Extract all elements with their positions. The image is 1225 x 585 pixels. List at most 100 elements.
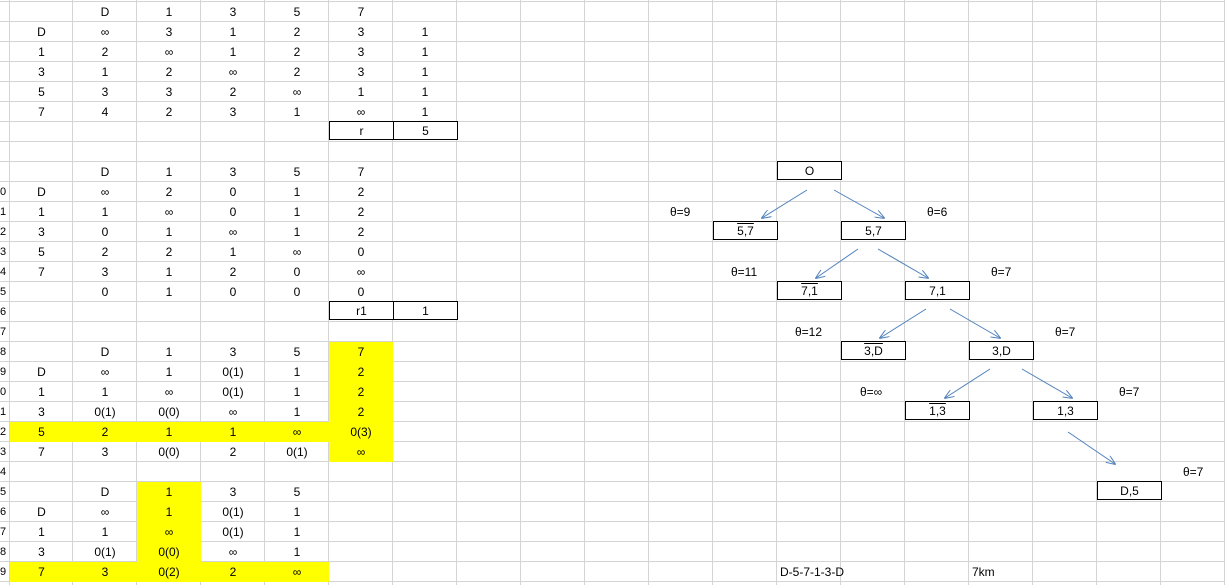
route-result[interactable]: D-5-7-1-3-D — [780, 565, 845, 579]
table1-header-cell[interactable]: 1 — [165, 5, 173, 19]
table4-cell[interactable]: 1 — [165, 505, 173, 519]
table1-cell[interactable]: D — [37, 25, 46, 39]
row-header[interactable]: 1 — [0, 406, 7, 418]
table2-header-cell[interactable]: D — [100, 165, 110, 179]
table2-header-cell[interactable]: 1 — [165, 165, 173, 179]
table1-cell[interactable]: 7 — [38, 105, 45, 119]
table2-header-cell[interactable]: 7 — [357, 165, 365, 179]
table2-cell[interactable]: ∞ — [228, 225, 238, 239]
table4-cell[interactable]: D — [37, 505, 46, 519]
table4-cell[interactable]: 0(1) — [222, 505, 244, 519]
table2-cell[interactable]: 1 — [101, 205, 109, 219]
table3-cell[interactable]: 0(1) — [94, 405, 116, 419]
table2-cell[interactable]: 1 — [165, 265, 173, 279]
table2-cell[interactable]: ∞ — [292, 245, 302, 259]
table3-header-cell[interactable]: 5 — [293, 345, 301, 359]
table1-cell[interactable]: ∞ — [164, 45, 174, 59]
table1-cell[interactable]: 1 — [421, 25, 429, 39]
table1-header-cell[interactable]: D — [100, 5, 110, 19]
table2-min-cell[interactable]: 0 — [229, 285, 237, 299]
distance-result[interactable]: 7km — [972, 565, 995, 579]
row-header[interactable]: 8 — [0, 346, 7, 358]
table1-cell[interactable]: 1 — [38, 45, 45, 59]
table4-header-cell[interactable]: 1 — [165, 485, 173, 499]
row-header[interactable]: 3 — [0, 246, 7, 258]
table3-cell[interactable]: 0(1) — [222, 385, 244, 399]
table2-cell[interactable]: 1 — [165, 225, 173, 239]
table4-header-cell[interactable]: D — [100, 485, 110, 499]
table4-cell[interactable]: 3 — [38, 545, 45, 559]
r1-value-cell[interactable]: 1 — [393, 301, 458, 320]
table3-cell[interactable]: 1 — [101, 385, 109, 399]
table1-cell[interactable]: 2 — [293, 45, 301, 59]
table3-cell[interactable]: 1 — [165, 425, 173, 439]
table1-cell[interactable]: ∞ — [292, 85, 302, 99]
table2-cell[interactable]: ∞ — [164, 205, 174, 219]
table4-header-cell[interactable]: 5 — [293, 485, 301, 499]
table1-cell[interactable]: 3 — [357, 45, 365, 59]
row-header[interactable]: 9 — [0, 566, 7, 578]
table1-cell[interactable]: 2 — [165, 105, 173, 119]
table1-header-cell[interactable]: 7 — [357, 5, 365, 19]
table3-cell[interactable]: 1 — [229, 425, 237, 439]
table1-cell[interactable]: 1 — [357, 85, 365, 99]
table4-cell[interactable]: 0(0) — [158, 545, 180, 559]
table3-cell[interactable]: 1 — [293, 365, 301, 379]
table2-cell[interactable]: 3 — [38, 225, 45, 239]
table3-cell[interactable]: 2 — [101, 425, 109, 439]
table1-cell[interactable]: 1 — [421, 105, 429, 119]
table2-min-cell[interactable]: 0 — [101, 285, 109, 299]
table1-cell[interactable]: ∞ — [228, 65, 238, 79]
table1-cell[interactable]: 4 — [101, 105, 109, 119]
table1-cell[interactable]: 1 — [293, 105, 301, 119]
table2-cell[interactable]: 2 — [357, 225, 365, 239]
table2-cell[interactable]: 2 — [357, 185, 365, 199]
row-header[interactable]: 2 — [0, 226, 7, 238]
table3-cell[interactable]: 1 — [165, 365, 173, 379]
table2-cell[interactable]: 2 — [165, 245, 173, 259]
row-header[interactable]: 6 — [0, 306, 7, 318]
table2-cell[interactable]: 2 — [165, 185, 173, 199]
table1-cell[interactable]: 3 — [165, 85, 173, 99]
row-header[interactable]: 8 — [0, 546, 7, 558]
row-header[interactable]: 6 — [0, 506, 7, 518]
r1-label-cell[interactable]: r1 — [329, 301, 394, 320]
table2-min-cell[interactable]: 1 — [165, 285, 173, 299]
table1-cell[interactable]: 1 — [101, 65, 109, 79]
row-header[interactable]: 0 — [0, 386, 7, 398]
table1-cell[interactable]: 3 — [357, 25, 365, 39]
table4-cell[interactable]: 2 — [229, 565, 237, 579]
table1-header-cell[interactable]: 5 — [293, 5, 301, 19]
table3-cell[interactable]: 5 — [38, 425, 45, 439]
table3-header-cell[interactable]: D — [100, 345, 110, 359]
table1-cell[interactable]: 5 — [38, 85, 45, 99]
r-label-cell[interactable]: r — [329, 121, 394, 140]
table1-cell[interactable]: ∞ — [356, 105, 366, 119]
table3-header-cell[interactable]: 7 — [357, 345, 365, 359]
table3-cell[interactable]: 0(0) — [158, 445, 180, 459]
table3-header-cell[interactable]: 3 — [229, 345, 237, 359]
table2-cell[interactable]: 0 — [357, 245, 365, 259]
table1-cell[interactable]: 1 — [229, 45, 237, 59]
table1-cell[interactable]: 3 — [101, 85, 109, 99]
table4-cell[interactable]: 1 — [101, 525, 109, 539]
row-header[interactable]: 7 — [0, 326, 7, 338]
table4-cell[interactable]: 1 — [293, 545, 301, 559]
table2-cell[interactable]: 0 — [229, 205, 237, 219]
table4-cell[interactable]: 1 — [293, 525, 301, 539]
table3-cell[interactable]: 2 — [229, 445, 237, 459]
table3-cell[interactable]: ∞ — [292, 425, 302, 439]
table3-cell[interactable]: D — [37, 365, 46, 379]
table4-cell[interactable]: 0(1) — [94, 545, 116, 559]
table3-cell[interactable]: 1 — [293, 385, 301, 399]
table2-cell[interactable]: D — [37, 185, 46, 199]
table2-cell[interactable]: 2 — [229, 265, 237, 279]
table3-cell[interactable]: 7 — [38, 445, 45, 459]
row-header[interactable]: 5 — [0, 486, 7, 498]
table3-cell[interactable]: ∞ — [356, 445, 366, 459]
table2-cell[interactable]: 0 — [293, 265, 301, 279]
table2-cell[interactable]: ∞ — [100, 185, 110, 199]
table4-cell[interactable]: ∞ — [100, 505, 110, 519]
table4-cell[interactable]: 1 — [293, 505, 301, 519]
row-header[interactable]: 1 — [0, 206, 7, 218]
